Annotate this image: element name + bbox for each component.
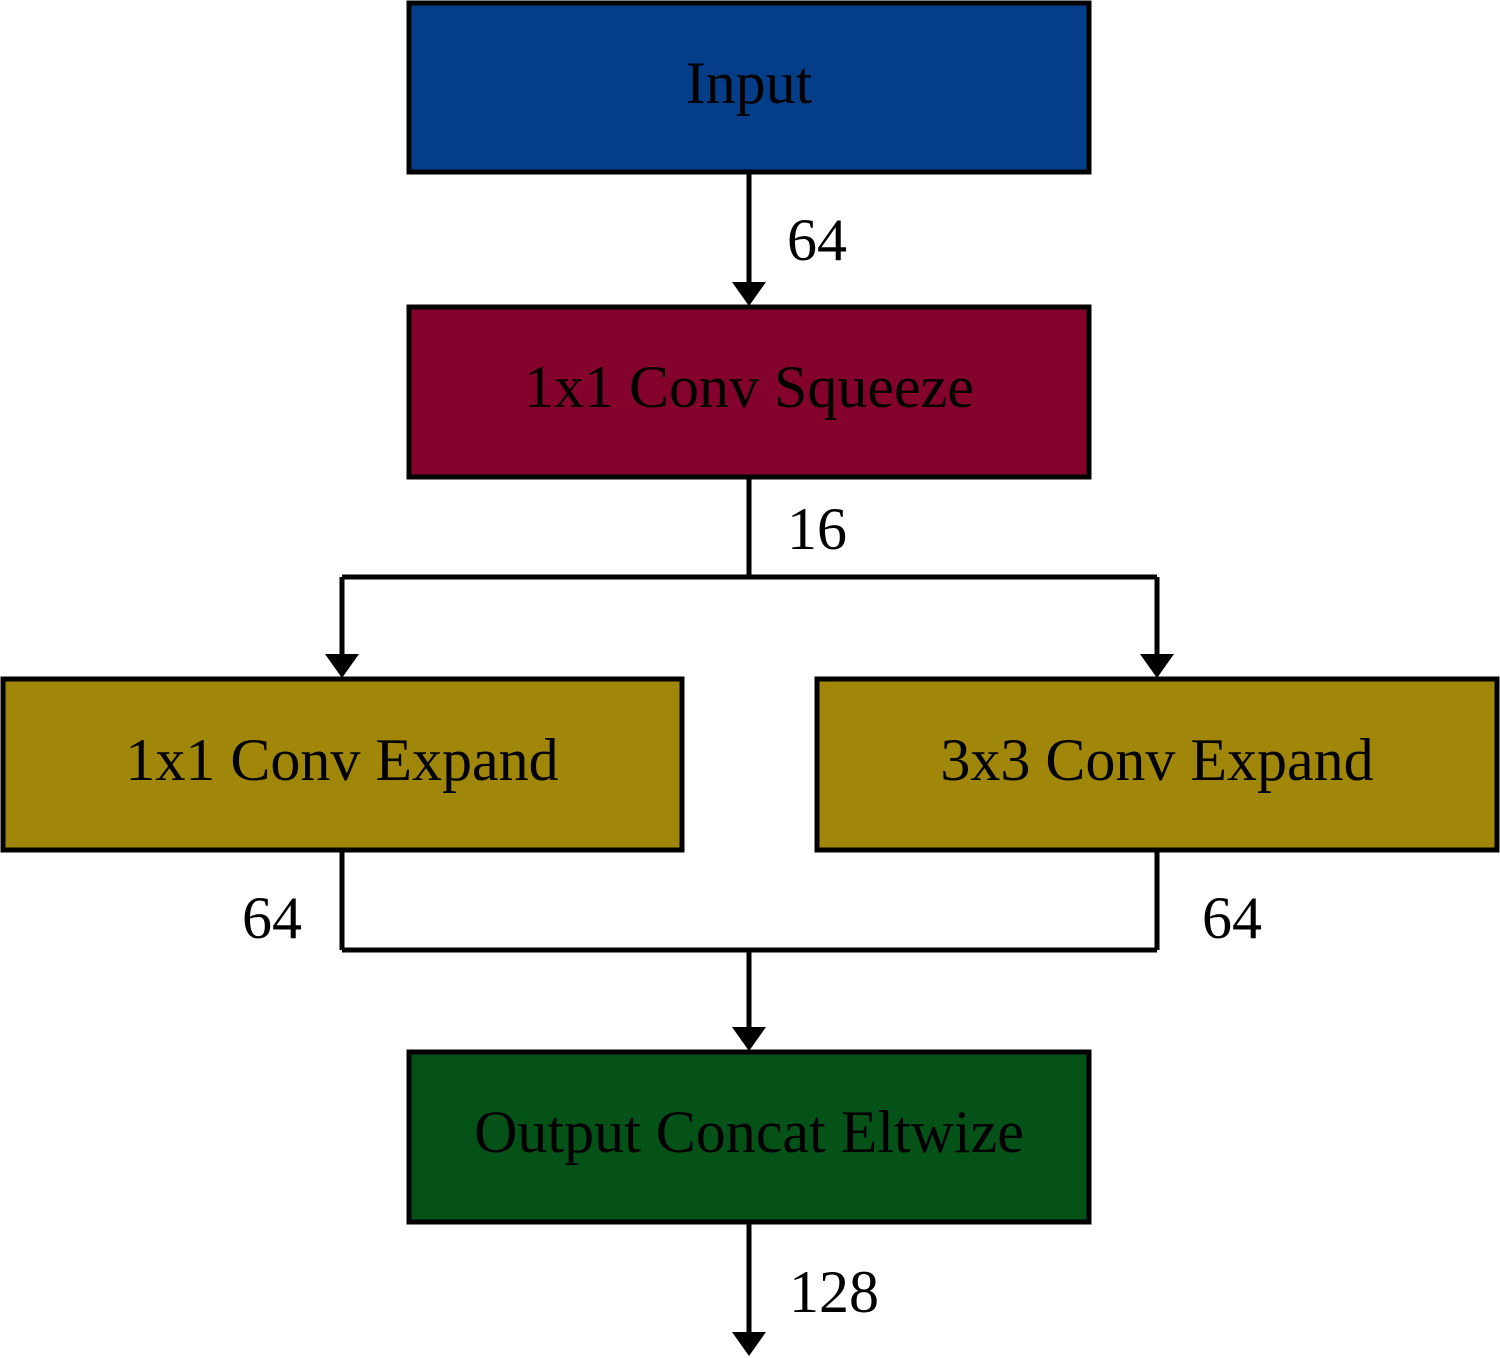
arrowhead-expand-1x1 — [325, 654, 359, 678]
node-squeeze: 1x1 Conv Squeeze — [406, 304, 1092, 480]
node-squeeze-box — [406, 304, 1092, 480]
node-output: Output Concat Eltwize — [406, 1049, 1092, 1225]
edge-label-input-to-squeeze: 64 — [787, 207, 847, 273]
edge-label-expand-1x1-out: 64 — [242, 885, 302, 951]
node-output-label: Output Concat Eltwize — [474, 1099, 1024, 1165]
edge-label-squeeze-out: 16 — [787, 496, 847, 562]
arrowhead-output — [732, 1027, 766, 1051]
node-input-label: Input — [686, 50, 813, 116]
node-output-box — [406, 1049, 1092, 1225]
node-expand-1x1-box — [0, 676, 685, 853]
node-expand-1x1: 1x1 Conv Expand — [0, 676, 685, 853]
node-input-box — [406, 0, 1092, 175]
arrowhead-squeeze — [732, 282, 766, 306]
node-squeeze-label: 1x1 Conv Squeeze — [524, 354, 974, 420]
arrowhead-final — [732, 1332, 766, 1356]
edge-labels: 64 16 64 64 128 — [242, 207, 1262, 1325]
arrowhead-expand-3x3 — [1140, 654, 1174, 678]
node-expand-1x1-label: 1x1 Conv Expand — [125, 727, 558, 793]
node-expand-3x3-box — [814, 676, 1500, 853]
connectors — [325, 172, 1174, 1356]
edge-label-output-out: 128 — [789, 1259, 879, 1325]
edge-label-expand-3x3-out: 64 — [1202, 885, 1262, 951]
node-expand-3x3-label: 3x3 Conv Expand — [940, 727, 1373, 793]
node-input: Input — [406, 0, 1092, 175]
node-expand-3x3: 3x3 Conv Expand — [814, 676, 1500, 853]
